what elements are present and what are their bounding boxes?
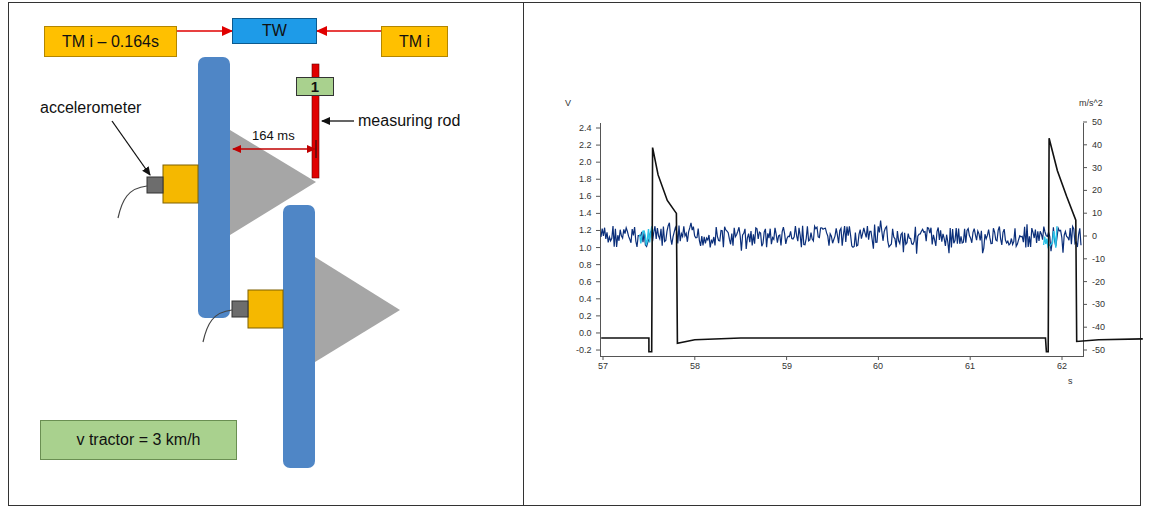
tick-label: -50: [1092, 345, 1105, 355]
axis-unit: m/s^2: [1079, 98, 1103, 108]
tick-label: -40: [1092, 322, 1105, 332]
tick-label: 40: [1092, 140, 1102, 150]
chart-axes: [600, 123, 1084, 357]
tick-label: 2.0: [579, 157, 592, 167]
tick-label: 0.4: [579, 294, 592, 304]
tick-label: 0.6: [579, 277, 592, 287]
tick-label: -0.2: [576, 345, 592, 355]
node-text: TM i: [399, 33, 430, 51]
leader-line: [112, 121, 150, 175]
tick-label: 0: [1092, 231, 1097, 241]
panel-frame: [9, 3, 1141, 506]
time-marker-box: TM i – 0.164s: [44, 26, 177, 57]
dimension-tick: [316, 140, 317, 158]
dimension-label: 164 ms: [252, 128, 295, 143]
tick-label: 1.6: [579, 191, 592, 201]
tick-label: 2.2: [579, 140, 592, 150]
tick-label: -10: [1092, 254, 1105, 264]
tick-label: 61: [965, 361, 975, 371]
tick-label: -30: [1092, 299, 1105, 309]
tick-label: 58: [690, 361, 700, 371]
tick-label: 0.2: [579, 311, 592, 321]
axis-unit: s: [1068, 376, 1073, 386]
tick-label: 50: [1092, 117, 1102, 127]
part-label: accelerometer: [40, 99, 141, 117]
time-window-box: TW: [232, 18, 317, 44]
tick-label: 0.8: [579, 260, 592, 270]
node-text: v tractor = 3 km/h: [76, 431, 200, 449]
dimension-arrow: [233, 148, 315, 150]
tick-label: 1.8: [579, 174, 592, 184]
arrow-connector: [177, 30, 232, 32]
tick-label: 2.4: [579, 123, 592, 133]
axis-unit: V: [565, 98, 571, 108]
part-label: measuring rod: [358, 112, 460, 130]
tick-label: 59: [782, 361, 792, 371]
signal-traces: [601, 138, 1143, 352]
node-text: 1: [311, 78, 319, 95]
tick-label: 0.0: [579, 328, 592, 338]
tick-label: 60: [873, 361, 883, 371]
node-text: TM i – 0.164s: [62, 33, 159, 51]
tick-label: 20: [1092, 185, 1102, 195]
tick-label: 10: [1092, 208, 1102, 218]
tick-label: 30: [1092, 163, 1102, 173]
callout-number: 1: [296, 77, 334, 96]
tick-label: 1.2: [579, 225, 592, 235]
arrow-connector: [317, 30, 381, 32]
tick-label: 1.4: [579, 208, 592, 218]
axis-ticks: [596, 122, 1087, 360]
tick-label: -20: [1092, 277, 1105, 287]
tick-label: 1.0: [579, 243, 592, 253]
speed-box: v tractor = 3 km/h: [40, 420, 237, 460]
tick-label: 57: [598, 361, 608, 371]
leader-line: [322, 120, 354, 121]
tick-label: 62: [1057, 361, 1067, 371]
time-marker-box: TM i: [381, 26, 448, 57]
node-text: TW: [262, 22, 287, 40]
